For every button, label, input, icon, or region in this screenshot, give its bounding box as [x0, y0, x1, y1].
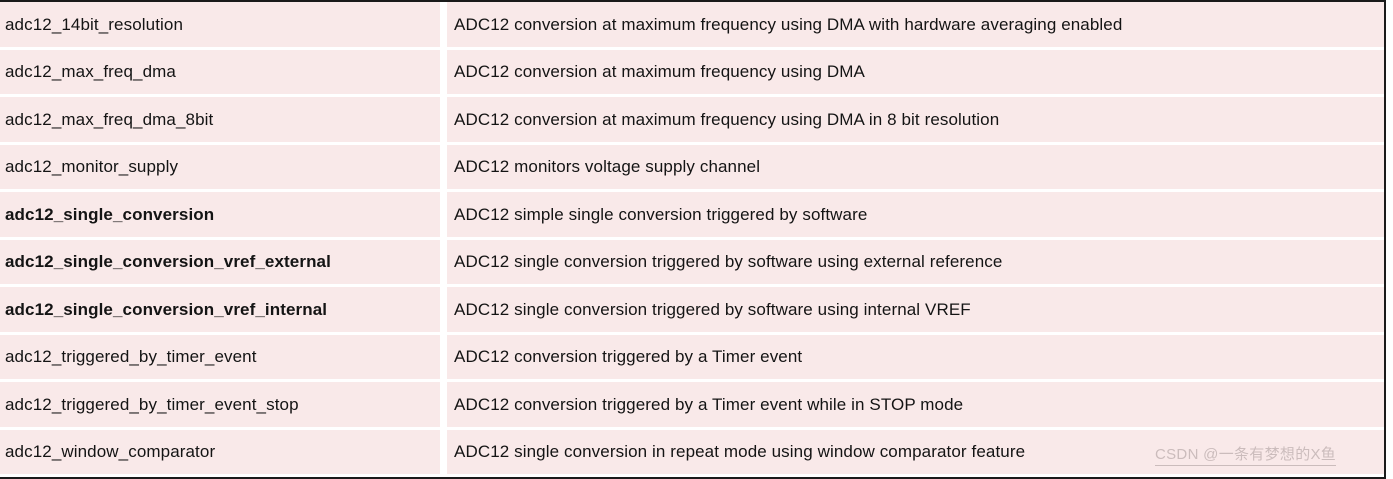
example-description-cell: ADC12 conversion triggered by a Timer ev…: [447, 334, 1384, 382]
column-divider: [440, 382, 447, 430]
example-description-cell: ADC12 single conversion triggered by sof…: [447, 287, 1384, 335]
example-description-cell: ADC12 monitors voltage supply channel: [447, 144, 1384, 192]
example-description-cell: ADC12 single conversion in repeat mode u…: [447, 429, 1384, 474]
table-right-rule: [1384, 0, 1386, 479]
column-divider: [440, 49, 447, 97]
example-description-cell: ADC12 conversion triggered by a Timer ev…: [447, 382, 1384, 430]
column-divider: [440, 97, 447, 145]
column-divider: [440, 192, 447, 240]
column-divider: [440, 144, 447, 192]
column-divider: [440, 429, 447, 474]
example-name-cell: adc12_single_conversion_vref_internal: [0, 287, 440, 335]
example-name-cell: adc12_window_comparator: [0, 429, 440, 474]
column-divider: [440, 2, 447, 50]
example-name-cell: adc12_triggered_by_timer_event: [0, 334, 440, 382]
column-divider: [440, 287, 447, 335]
column-divider: [440, 334, 447, 382]
example-description-cell: ADC12 conversion at maximum frequency us…: [447, 97, 1384, 145]
example-name-cell: adc12_single_conversion_vref_external: [0, 239, 440, 287]
example-name-cell: adc12_14bit_resolution: [0, 2, 440, 50]
example-name-cell: adc12_max_freq_dma: [0, 49, 440, 97]
table-top-rule: [0, 0, 1386, 2]
example-name-cell: adc12_single_conversion: [0, 192, 440, 240]
example-name-cell: adc12_monitor_supply: [0, 144, 440, 192]
example-description-cell: ADC12 single conversion triggered by sof…: [447, 239, 1384, 287]
example-name-cell: adc12_triggered_by_timer_event_stop: [0, 382, 440, 430]
example-description-cell: ADC12 conversion at maximum frequency us…: [447, 2, 1384, 50]
table-bottom-rule: [0, 477, 1386, 479]
example-description-cell: ADC12 conversion at maximum frequency us…: [447, 49, 1384, 97]
example-description-cell: ADC12 simple single conversion triggered…: [447, 192, 1384, 240]
column-divider: [440, 239, 447, 287]
example-name-cell: adc12_max_freq_dma_8bit: [0, 97, 440, 145]
